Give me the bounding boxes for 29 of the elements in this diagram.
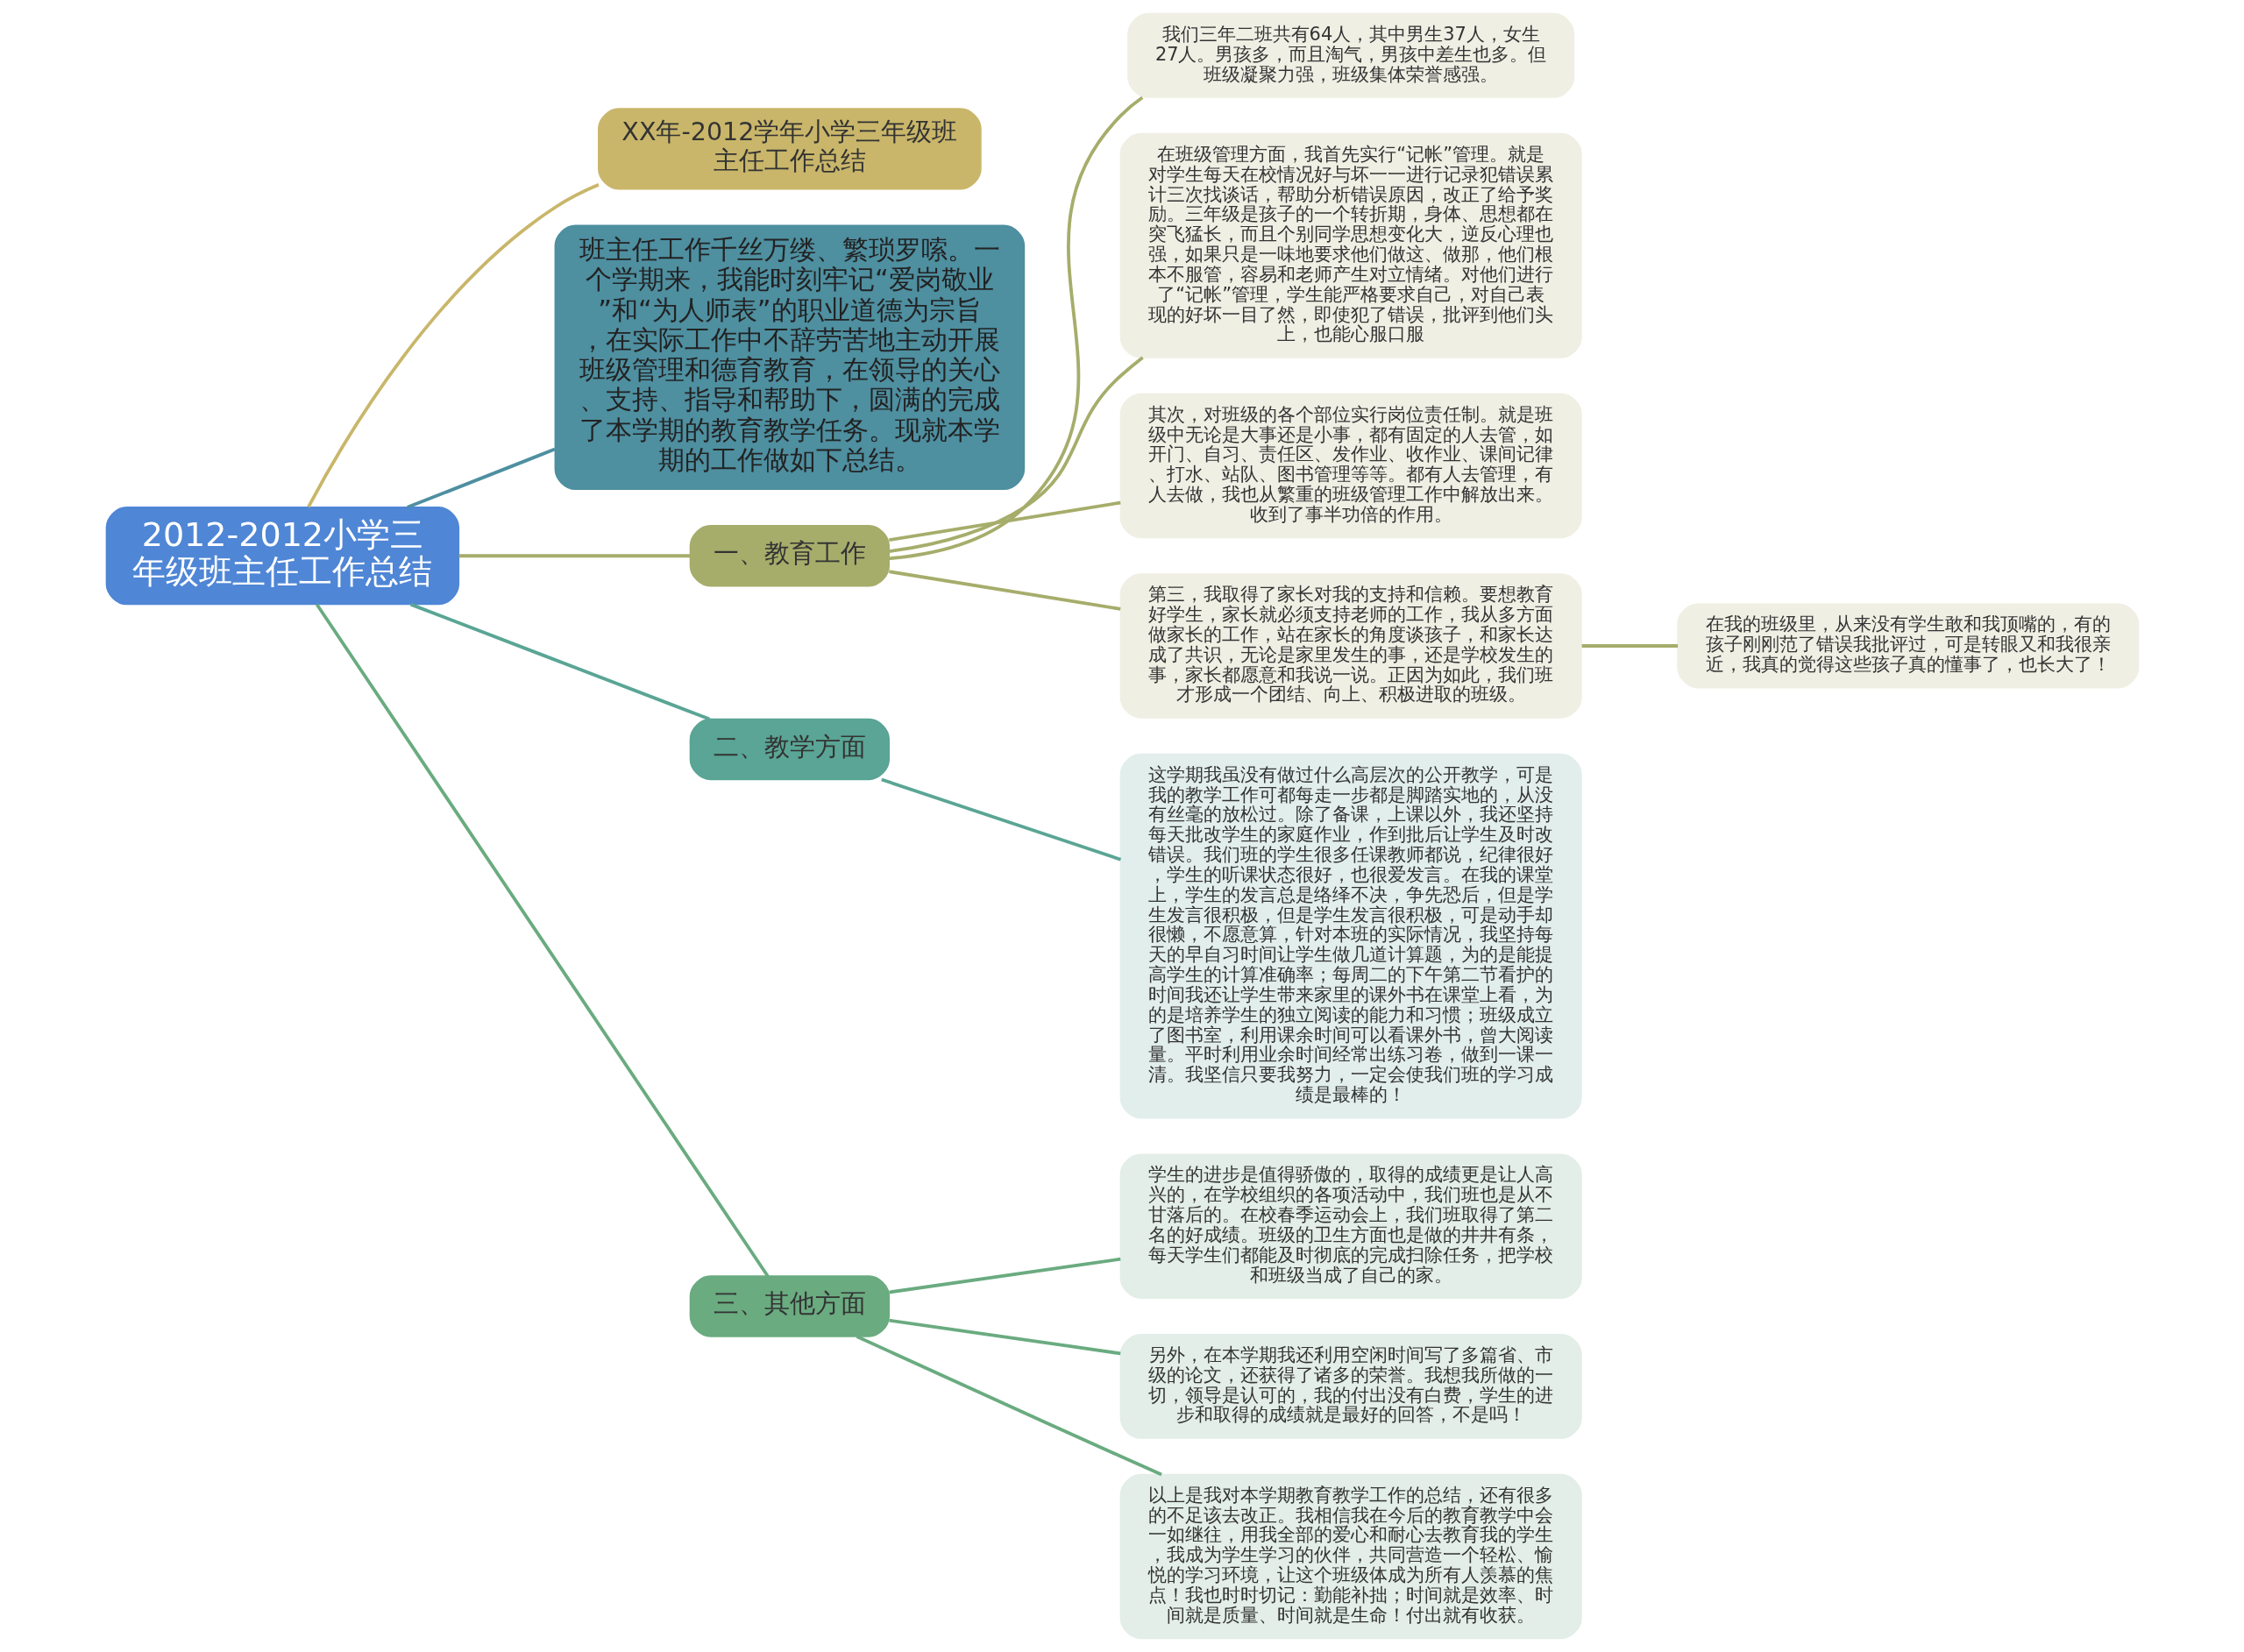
- connector: [306, 183, 600, 508]
- connector: [888, 96, 1143, 561]
- node-box: 我们三年二班共有64人，其中男生37人，女生27人。男孩多，而且淘气，男孩中差生也多。但班级凝聚力强，班级集体荣誉感强。: [1126, 12, 1574, 98]
- connector: [888, 356, 1144, 553]
- node-box: 三、其他方面: [689, 1275, 890, 1337]
- node-box: 班主任工作千丝万缕、繁琐罗嗦。一个学期来，我能时刻牢记“爱岗敬业”和“为人师表”的职业道德为宗旨，在实际工作中不辞劳苦地主动开展班级管理和德育教育，在领导的关心、支持、指导和帮助下，圆满的完成了本学期的教育教学任务。现就本学期的工作做如下总结。: [554, 224, 1025, 491]
- node-box: 二、教学方面: [689, 718, 890, 781]
- connector: [458, 554, 690, 558]
- connector: [856, 1335, 1162, 1477]
- connector: [406, 447, 556, 509]
- node-box: 这学期我虽没有做过什么高层次的公开教学，可是我的教学工作可都每走一步都是脚踏实地的，从没有丝毫的放松过。除了备课，上课以外，我还坚持每天批改学生的家庭作业，作到批后让学生及时改错误。我们班的学生很多任课教师都说，纪律很好，学生的听课状态很好，也很爱发言。在我的课堂上，学生的发言总是络绎不决，争先恐后，但是学生发言很积极，但是学生发言很积极，可是动手却很懒，不愿意算，针对本班的实际情况，我坚持每天的早自习时间让学生做几道计算题，为的是能提高学生的计算准确率；每周二的下午第二节看护的时间我还让学生带来家里的课外书在课堂上看，为的是培养学生的独立阅读的能力和习惯；班级成立了图书室，利用课余时间可以看课外书，曾大阅读量。平时利用业余时间经常出练习卷，做到一课一清。我坚信只要我努力，一定会使我们班的学习成绩是最棒的！: [1119, 753, 1582, 1119]
- connector: [888, 500, 1121, 542]
- node-box: 在班级管理方面，我首先实行“记帐”管理。就是对学生每天在校情况好与坏一一进行记录犯错误累计三次找谈话，帮助分析错误原因，改正了给予奖励。三年级是孩子的一个转折期，身体、思想都在突飞猛长，而且个别同学思想变化大，逆反心理也强，如果只是一味地要求他们做这、做那，他们根本不服管，容易和老师产生对立情绪。对他们进行了“记帐”管理，学生能严格要求自己，对自己表现的好坏一目了然，即使犯了错误，批评到他们头上，也能心服口服: [1119, 132, 1582, 358]
- node-box: 2012-2012小学三年级班主任工作总结: [105, 507, 459, 606]
- connector: [888, 570, 1121, 611]
- connector: [880, 777, 1121, 861]
- connector: [1581, 644, 1678, 648]
- connector: [409, 602, 710, 721]
- node-box: 其次，对班级的各个部位实行岗位责任制。就是班级中无论是大事还是小事，都有固定的人去管，如开门、自习、责任区、发作业、收作业、课间记律、打水、站队、图书管理等等。都有人去管理，有人去做，我也从繁重的班级管理工作中解放出来。收到了事半功倍的作用。: [1119, 393, 1582, 539]
- node-box: 在我的班级里，从来没有学生敢和我顶嘴的，有的孩子刚刚范了错误我批评过，可是转眼又和我很亲近，我真的觉得这些孩子真的懂事了，也长大了！: [1676, 603, 2139, 689]
- node-box: 第三，我取得了家长对我的支持和信赖。要想教育好学生，家长就必须支持老师的工作，我从多方面做家长的工作，站在家长的角度谈孩子，和家长达成了共识，无论是家里发生的事，还是学校发生的事，家长都愿意和我说一说。正因为如此，我们班才形成一个团结、向上、积极进取的班级。: [1119, 573, 1582, 719]
- node-box: 另外，在本学期我还利用空闲时间写了多篇省、市级的论文，还获得了诸多的荣誉。我想我所做的一切，领导是认可的，我的付出没有白费，学生的进步和取得的成绩就是最好的回答，不是吗！: [1119, 1333, 1582, 1439]
- node-box: 学生的进步是值得骄傲的，取得的成绩更是让人高兴的，在学校组织的各项活动中，我们班也是从不甘落后的。在校春季运动会上，我们班取得了第二名的好成绩。班级的卫生方面也是做的井井有条，每天学生们都能及时彻底的完成扫除任务，把学校和班级当成了自己的家。: [1119, 1153, 1582, 1299]
- node-box: XX年-2012学年小学三年级班主任工作总结: [597, 108, 982, 190]
- connector: [315, 603, 770, 1278]
- connector: [888, 1257, 1121, 1294]
- node-box: 一、教育工作: [689, 525, 890, 587]
- connector: [888, 1318, 1121, 1356]
- node-box: 以上是我对本学期教育教学工作的总结，还有很多的不足该去改正。我相信我在今后的教育教学中会一如继往，用我全部的爱心和耐心去教育我的学生，我成为学生学习的伙伴，共同营造一个轻松、愉悦的学习环境，让这个班级体成为所有人羡慕的焦点！我也时时切记：勤能补拙；时间就是效率、时间就是质量、时间就是生命！付出就有收获。: [1119, 1473, 1582, 1640]
